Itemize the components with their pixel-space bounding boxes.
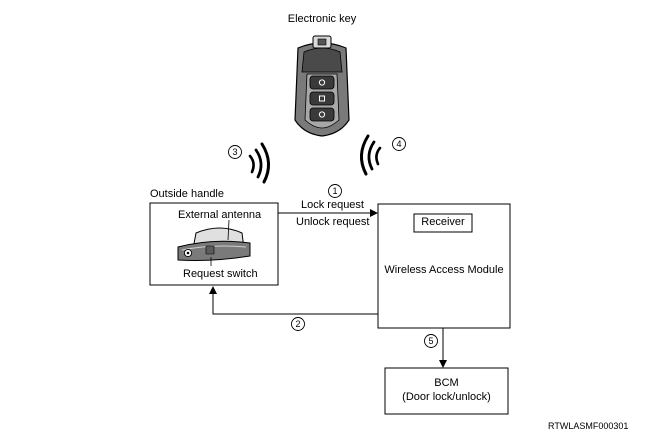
step-marker-3 xyxy=(228,145,242,159)
electronic-key-icon xyxy=(294,35,350,137)
unlock-request-label: Unlock request xyxy=(296,216,370,228)
door-handle-icon xyxy=(177,227,251,261)
step-number-5: 5 xyxy=(428,336,434,346)
bcm-box xyxy=(384,367,509,415)
step-number-3: 3 xyxy=(232,147,238,157)
outside-handle-label: Outside handle xyxy=(150,188,224,200)
bcm-label: BCM xyxy=(434,377,459,389)
external-antenna-label: External antenna xyxy=(178,209,262,221)
figure-id: RTWLASMF000301 xyxy=(548,421,629,431)
radio-wave-icon xyxy=(248,142,270,184)
arrow-return xyxy=(209,286,378,315)
radio-wave-icon xyxy=(360,134,382,176)
step-marker-4 xyxy=(392,137,406,151)
wireless-access-module-label: Wireless Access Module xyxy=(384,264,504,276)
receiver-label: Receiver xyxy=(421,216,465,228)
receiver-box xyxy=(413,213,473,233)
external-antenna-leader xyxy=(227,219,230,241)
bcm-sub-label: (Door lock/unlock) xyxy=(402,391,491,403)
step-number-2: 2 xyxy=(295,319,301,329)
step-number-1: 1 xyxy=(332,186,338,196)
step-marker-5 xyxy=(424,334,438,348)
step-marker-1 xyxy=(328,184,342,198)
request-switch-label: Request switch xyxy=(183,268,258,280)
lock-request-label: Lock request xyxy=(301,199,364,211)
step-marker-2 xyxy=(291,317,305,331)
electronic-key-label: Electronic key xyxy=(287,13,357,25)
step-number-4: 4 xyxy=(396,139,402,149)
